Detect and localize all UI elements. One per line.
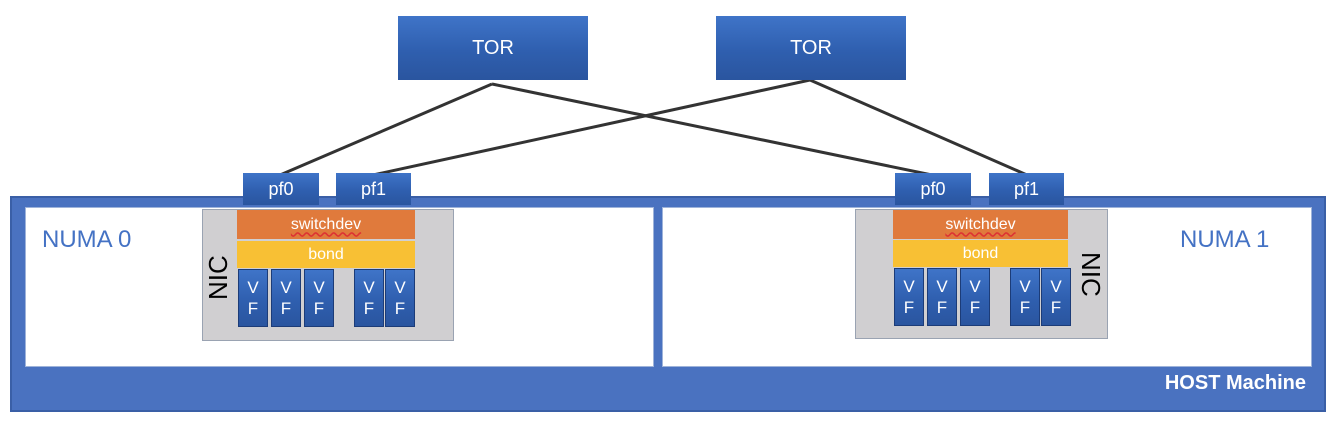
pf0-left: pf0 xyxy=(243,173,319,205)
tor-switch-right: TOR xyxy=(716,16,906,80)
pf1-left: pf1 xyxy=(336,173,411,205)
pf0-right: pf0 xyxy=(895,173,971,205)
link-tor1-left-pf1 xyxy=(372,78,811,177)
bond-right: bond xyxy=(893,240,1068,267)
link-tor1-right-pf1 xyxy=(809,78,1028,177)
switchdev-right-label: switchdev xyxy=(945,215,1016,233)
switchdev-right: switchdev xyxy=(893,210,1068,239)
switchdev-left: switchdev xyxy=(237,210,415,239)
numa-1-label: NUMA 1 xyxy=(1180,226,1270,253)
host-machine-label: HOST Machine xyxy=(1164,372,1306,394)
link-tor0-left-pf0 xyxy=(279,82,493,177)
bond-left: bond xyxy=(237,241,415,268)
tor-switch-left: TOR xyxy=(398,16,588,80)
pf1-right: pf1 xyxy=(989,173,1064,205)
switchdev-left-label: switchdev xyxy=(290,215,362,233)
numa-0-label: NUMA 0 xyxy=(42,226,132,253)
link-tor0-right-pf0 xyxy=(491,82,933,177)
